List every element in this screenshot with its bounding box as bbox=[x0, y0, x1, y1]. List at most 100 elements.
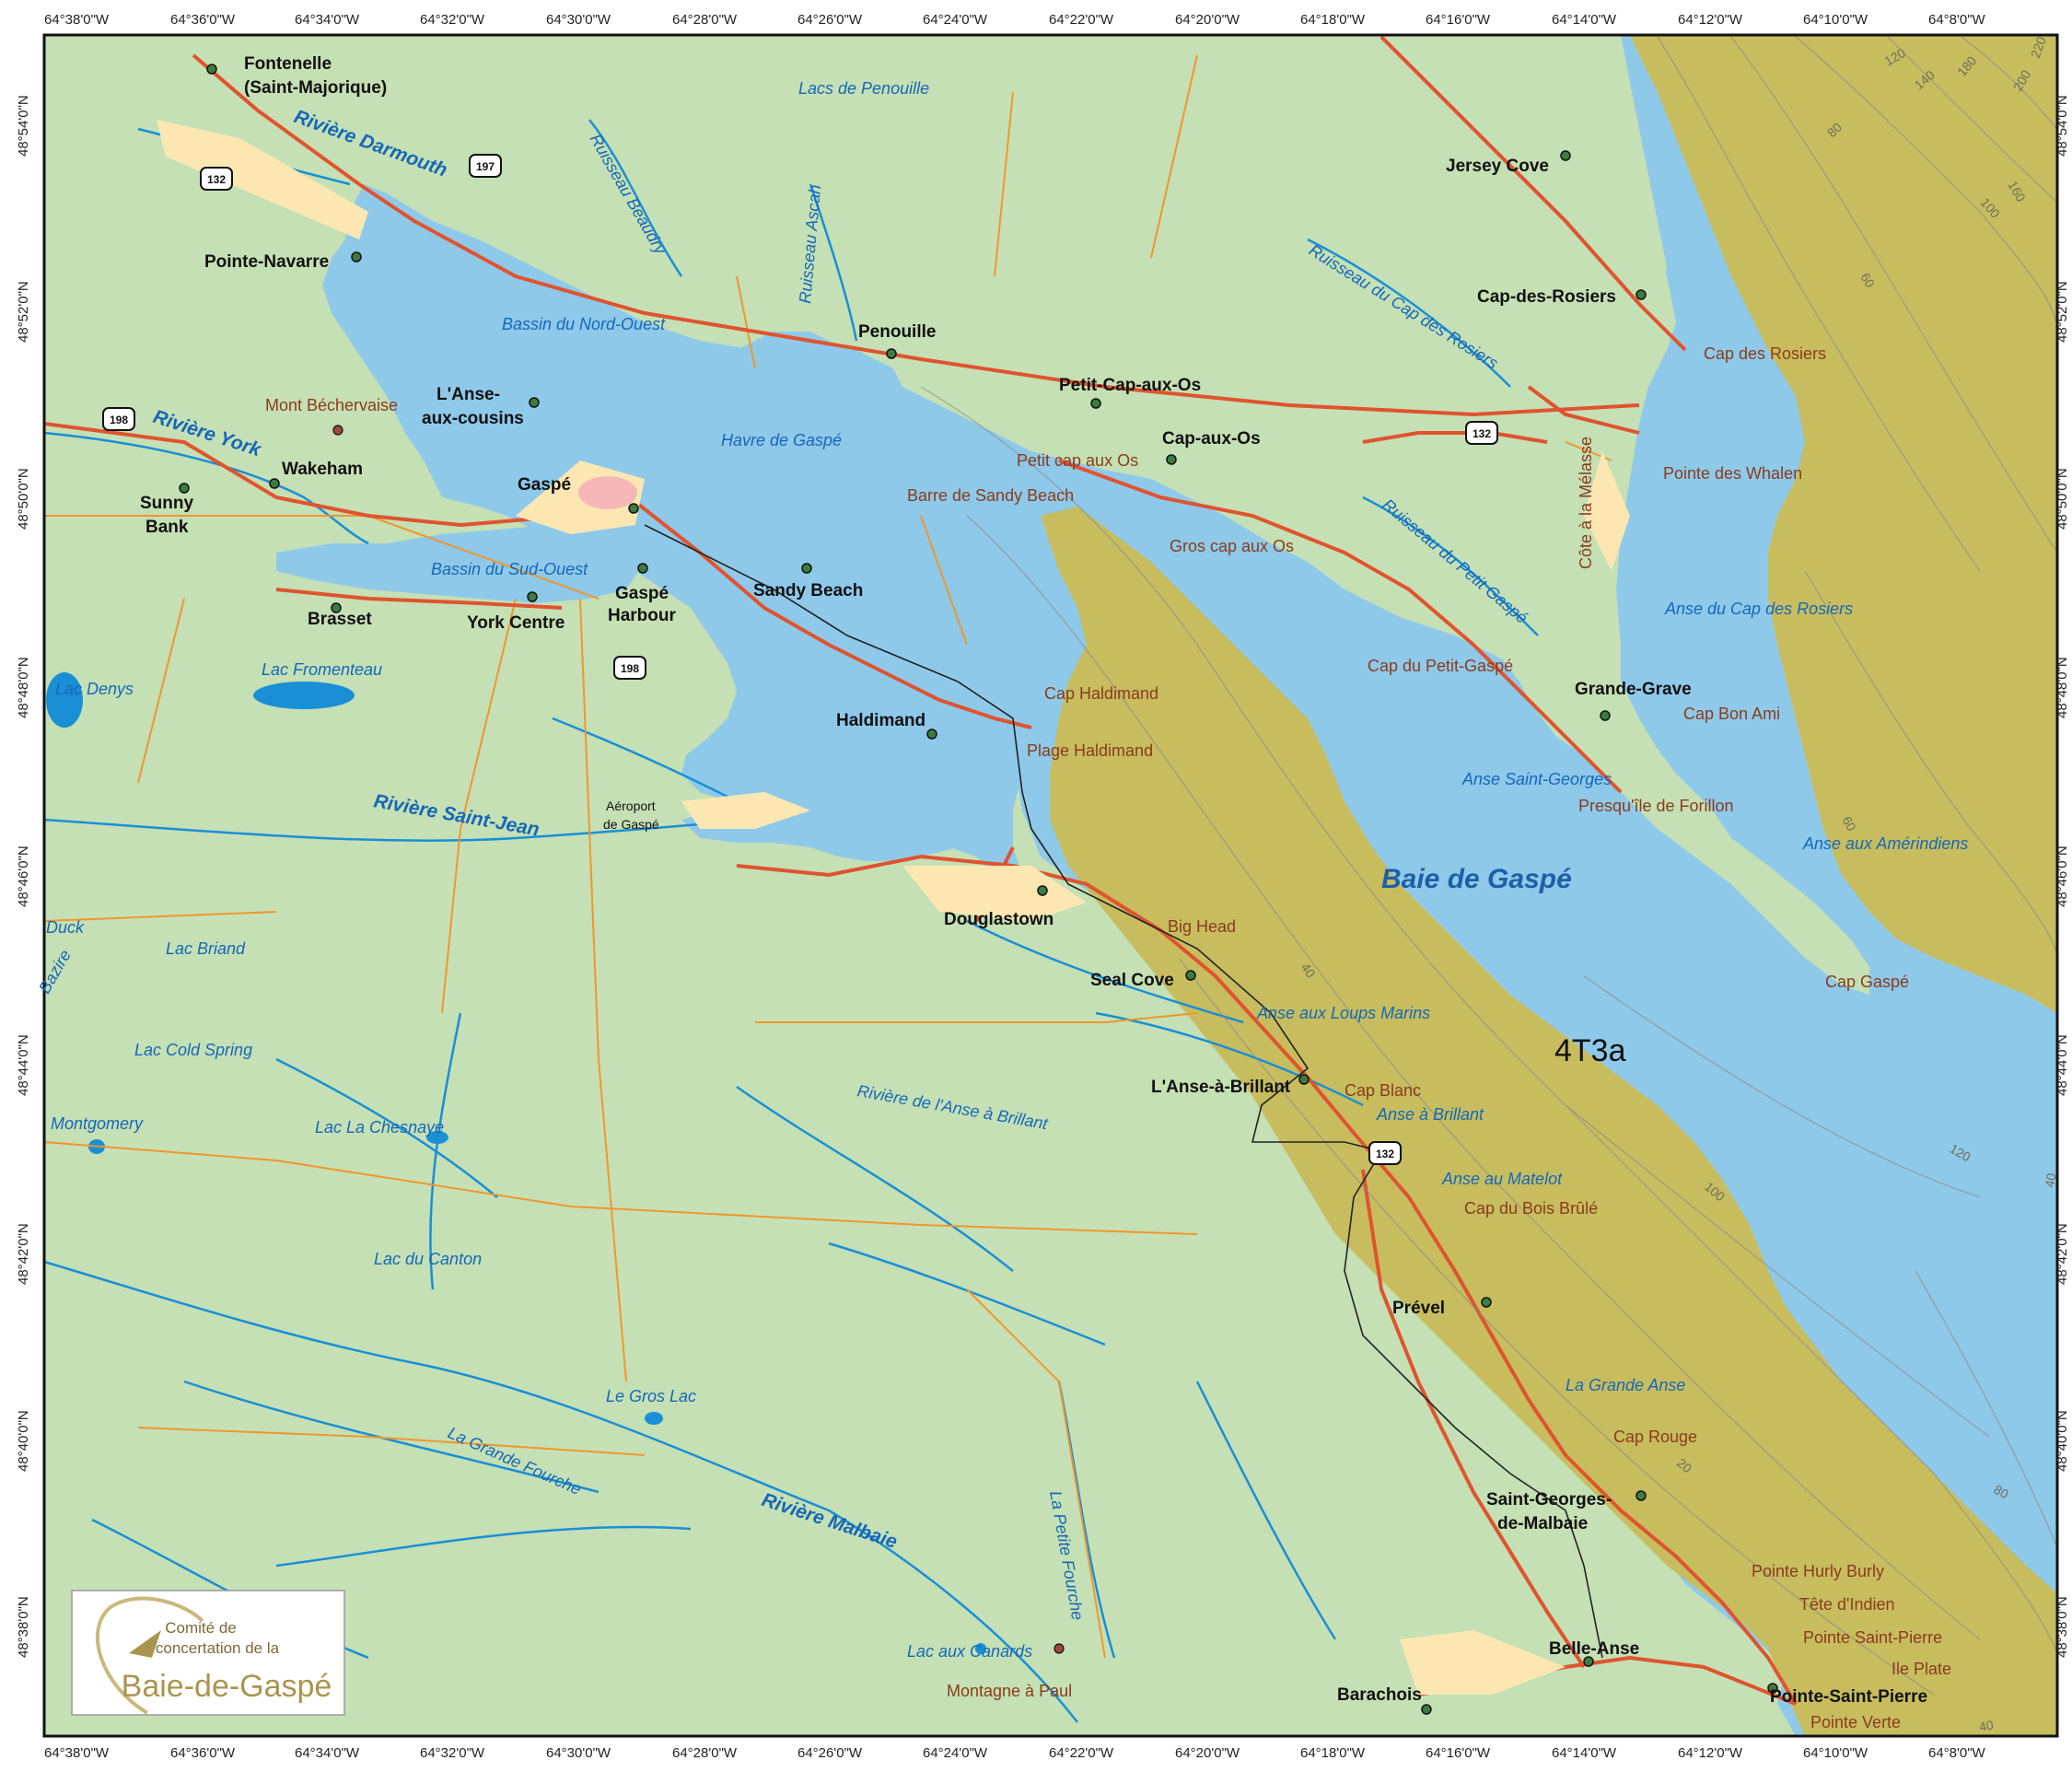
svg-text:64°10'0"W: 64°10'0"W bbox=[1803, 1745, 1868, 1761]
town-york-centre: York Centre bbox=[467, 613, 565, 633]
zone-4t3a bbox=[1041, 507, 2057, 1736]
svg-text:64°36'0"W: 64°36'0"W bbox=[170, 1745, 236, 1761]
town-sandy-beach: Sandy Beach bbox=[753, 581, 863, 600]
svg-text:Bassin du Nord-Ouest: Bassin du Nord-Ouest bbox=[502, 315, 666, 333]
lower-basin bbox=[681, 774, 976, 857]
svg-text:64°28'0"W: 64°28'0"W bbox=[672, 12, 738, 28]
town-bank: Bank bbox=[146, 518, 189, 537]
svg-text:64°8'0"W: 64°8'0"W bbox=[1928, 1745, 1986, 1761]
hwy-132-a: 132 bbox=[207, 173, 226, 186]
left-coordinates: 48°54'0"N 48°52'0"N 48°50'0"N 48°48'0"N … bbox=[16, 95, 31, 1658]
svg-text:Cap des Rosiers: Cap des Rosiers bbox=[1704, 344, 1826, 363]
svg-text:64°16'0"W: 64°16'0"W bbox=[1426, 1745, 1491, 1761]
svg-text:48°40'0"N: 48°40'0"N bbox=[16, 1410, 31, 1472]
svg-text:48°54'0"N: 48°54'0"N bbox=[16, 95, 31, 157]
svg-text:64°18'0"W: 64°18'0"W bbox=[1300, 1745, 1366, 1761]
havre-de-gaspe-water bbox=[322, 184, 1031, 903]
svg-text:64°24'0"W: 64°24'0"W bbox=[923, 12, 988, 28]
svg-text:64°24'0"W: 64°24'0"W bbox=[923, 1745, 988, 1761]
hwy-198-a: 198 bbox=[110, 414, 128, 426]
town-pointe-saint-pierre: Pointe-Saint-Pierre bbox=[1770, 1687, 1927, 1707]
svg-text:Cap Rouge: Cap Rouge bbox=[1613, 1428, 1697, 1446]
svg-text:60: 60 bbox=[1839, 814, 1859, 834]
svg-text:Ile Plate: Ile Plate bbox=[1892, 1660, 1951, 1678]
svg-text:Plage Haldimand: Plage Haldimand bbox=[1027, 741, 1153, 760]
svg-text:64°14'0"W: 64°14'0"W bbox=[1552, 12, 1617, 28]
svg-text:Le Gros Lac: Le Gros Lac bbox=[606, 1387, 696, 1405]
logo-line3: Baie-de-Gaspé bbox=[122, 1669, 332, 1704]
svg-text:Pointe des Whalen: Pointe des Whalen bbox=[1663, 464, 1802, 483]
svg-text:Pointe Verte: Pointe Verte bbox=[1810, 1713, 1901, 1731]
svg-text:48°46'0"N: 48°46'0"N bbox=[16, 845, 31, 907]
svg-text:Montgomery: Montgomery bbox=[51, 1114, 144, 1133]
secondary-roads bbox=[43, 54, 1612, 1659]
bassin-sud-ouest bbox=[276, 525, 645, 603]
svg-text:64°22'0"W: 64°22'0"W bbox=[1049, 12, 1114, 28]
town-barachois: Barachois bbox=[1337, 1685, 1422, 1705]
svg-text:Cap Bon Ami: Cap Bon Ami bbox=[1683, 705, 1780, 723]
svg-text:64°36'0"W: 64°36'0"W bbox=[170, 12, 236, 28]
svg-text:48°42'0"N: 48°42'0"N bbox=[2055, 1223, 2070, 1285]
svg-text:Anse aux Amérindiens: Anse aux Amérindiens bbox=[1802, 834, 1968, 853]
town-jersey-cove: Jersey Cove bbox=[1446, 157, 1549, 176]
svg-text:Tête d'Indien: Tête d'Indien bbox=[1799, 1595, 1895, 1614]
svg-text:Lac La Chesnaye: Lac La Chesnaye bbox=[315, 1118, 444, 1137]
svg-text:80: 80 bbox=[1992, 1482, 2012, 1502]
town-saint-georges-1: Saint-Georges- bbox=[1486, 1490, 1612, 1510]
svg-text:60: 60 bbox=[1857, 271, 1878, 291]
svg-text:64°32'0"W: 64°32'0"W bbox=[420, 12, 485, 28]
lac-denys bbox=[46, 672, 83, 728]
highway-shields: 132 197 198 198 132 132 bbox=[102, 154, 1498, 1165]
railway bbox=[644, 524, 1603, 1659]
svg-text:48°52'0"N: 48°52'0"N bbox=[2055, 281, 2070, 343]
main-roads bbox=[43, 35, 1798, 1706]
svg-text:Lac aux Canards: Lac aux Canards bbox=[907, 1642, 1032, 1661]
svg-text:Lac Fromenteau: Lac Fromenteau bbox=[262, 660, 382, 679]
town-douglastown: Douglastown bbox=[944, 910, 1053, 929]
svg-text:48°38'0"N: 48°38'0"N bbox=[16, 1596, 31, 1658]
logo-line1: Comité de bbox=[165, 1619, 236, 1637]
svg-text:48°44'0"N: 48°44'0"N bbox=[2055, 1034, 2070, 1096]
right-coordinates: 48°54'0"N 48°52'0"N 48°50'0"N 48°48'0"N … bbox=[2055, 95, 2070, 1658]
svg-text:64°16'0"W: 64°16'0"W bbox=[1426, 12, 1491, 28]
town-petit-cap-aux-os: Petit-Cap-aux-Os bbox=[1059, 376, 1201, 395]
svg-text:64°30'0"W: 64°30'0"W bbox=[546, 12, 611, 28]
town-seal-cove: Seal Cove bbox=[1090, 971, 1174, 990]
svg-text:Cap Haldimand: Cap Haldimand bbox=[1044, 684, 1158, 703]
svg-text:48°48'0"N: 48°48'0"N bbox=[2055, 657, 2070, 718]
feature-labels: Mont Béchervaise Barre de Sandy Beach Pe… bbox=[265, 344, 1951, 1731]
svg-text:64°8'0"W: 64°8'0"W bbox=[1928, 12, 1986, 28]
town-saint-georges-2: de-Malbaie bbox=[1497, 1514, 1588, 1533]
hwy-132-c: 132 bbox=[1376, 1148, 1394, 1160]
svg-text:64°14'0"W: 64°14'0"W bbox=[1552, 1745, 1617, 1761]
svg-text:Lacs de Penouille: Lacs de Penouille bbox=[798, 79, 929, 98]
town-gaspe-harbour-2: Harbour bbox=[608, 606, 677, 625]
top-coordinates: 64°38'0"W 64°36'0"W 64°34'0"W 64°32'0"W … bbox=[44, 12, 1986, 28]
svg-text:Lac Briand: Lac Briand bbox=[166, 939, 246, 958]
svg-text:40: 40 bbox=[1978, 1717, 1995, 1733]
town-brasset: Brasset bbox=[308, 610, 372, 629]
hwy-198-b: 198 bbox=[621, 662, 639, 675]
forillon-peninsula bbox=[755, 35, 1869, 995]
baie-de-gaspe-label: Baie de Gaspé bbox=[1381, 864, 1572, 894]
town-belle-anse: Belle-Anse bbox=[1549, 1639, 1639, 1659]
town-prevel: Prével bbox=[1392, 1299, 1445, 1318]
svg-text:64°30'0"W: 64°30'0"W bbox=[546, 1745, 611, 1761]
logo: Comité de concertation de la Baie-de-Gas… bbox=[71, 1590, 345, 1716]
svg-text:Presqu'île de Forillon: Presqu'île de Forillon bbox=[1578, 797, 1734, 815]
town-sunny: Sunny bbox=[140, 494, 193, 513]
svg-text:64°26'0"W: 64°26'0"W bbox=[797, 12, 863, 28]
svg-text:Lac Cold Spring: Lac Cold Spring bbox=[134, 1041, 252, 1059]
svg-text:48°48'0"N: 48°48'0"N bbox=[16, 657, 31, 718]
airport-label-1: Aéroport bbox=[606, 799, 656, 813]
town-gaspe-harbour-1: Gaspé bbox=[615, 584, 669, 603]
svg-text:Mont Béchervaise: Mont Béchervaise bbox=[265, 396, 398, 414]
town-fontenelle-sub: (Saint-Majorique) bbox=[244, 78, 387, 98]
town-gaspe: Gaspé bbox=[518, 475, 571, 495]
svg-text:64°20'0"W: 64°20'0"W bbox=[1175, 1745, 1240, 1761]
svg-text:Anse à Brillant: Anse à Brillant bbox=[1376, 1105, 1484, 1124]
svg-text:64°34'0"W: 64°34'0"W bbox=[295, 1745, 360, 1761]
svg-text:Cap Gaspé: Cap Gaspé bbox=[1825, 973, 1909, 991]
